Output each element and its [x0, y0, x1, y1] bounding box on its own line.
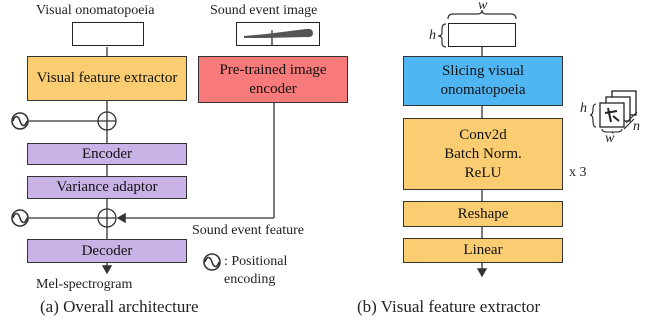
- linear-block: Linear: [403, 238, 563, 263]
- patch-height-symbol: h: [580, 101, 587, 116]
- sound-event-feature-label: Sound event feature: [192, 223, 304, 238]
- sliced-patches-icon: [589, 90, 638, 134]
- input-label: Visual onomatopoeia: [36, 3, 155, 18]
- encoder-block: Encoder: [27, 143, 187, 165]
- onomatopoeia-image-left: [72, 22, 144, 46]
- image-encoder-block: Pre-trained image encoder: [198, 56, 348, 103]
- sum-node-icon: [97, 111, 117, 228]
- decoder-block: Decoder: [27, 239, 187, 263]
- sound-event-image: [236, 22, 320, 46]
- slicing-block: Slicing visual onomatopoeia: [403, 56, 563, 106]
- output-label: Mel-spectrogram: [36, 277, 133, 292]
- conv-block: Conv2d Batch Norm. ReLU: [403, 118, 563, 190]
- patch-count-symbol: n: [633, 119, 640, 134]
- repeat-label: x 3: [569, 165, 587, 180]
- caption-a: (a) Overall architecture: [40, 297, 199, 316]
- caption-b: (b) Visual feature extractor: [357, 297, 541, 316]
- positional-encoding-legend: : Positional encoding: [224, 254, 288, 287]
- onomatopoeia-image-right: [448, 23, 516, 47]
- patch-width-symbol: w: [605, 131, 615, 146]
- variance-adaptor-block: Variance adaptor: [27, 176, 187, 199]
- height-symbol: h: [429, 28, 436, 43]
- width-symbol: w: [478, 0, 488, 13]
- visual-feature-extractor-block: Visual feature extractor: [27, 56, 187, 101]
- positional-encoding-icon: [11, 112, 221, 271]
- sound-event-image-content: [244, 28, 313, 38]
- reshape-block: Reshape: [403, 201, 563, 227]
- image-label: Sound event image: [210, 3, 318, 18]
